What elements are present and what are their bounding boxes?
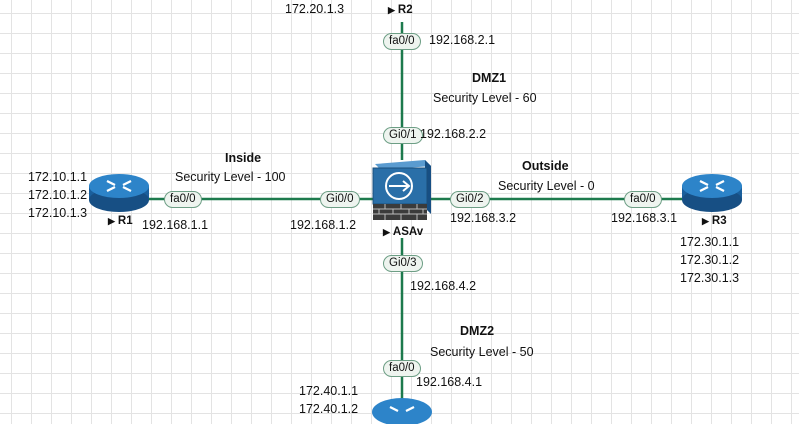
- r2-port-fa0-0[interactable]: fa0/0: [383, 33, 421, 50]
- asav-port-gi0-3[interactable]: Gi0/3: [383, 255, 423, 272]
- r3-link-ip: 192.168.3.1: [611, 211, 678, 225]
- router-r2-ip: 172.20.1.3: [285, 2, 345, 16]
- asav-gi0-0-ip: 192.168.1.2: [290, 218, 357, 232]
- zone-outside-level: Security Level - 0: [498, 179, 595, 193]
- r4-port-fa0-0[interactable]: fa0/0: [383, 360, 421, 377]
- router-r2-label: ▶R2: [388, 4, 413, 16]
- zone-dmz2-name: DMZ2: [460, 324, 495, 338]
- router-r3-label: ▶R3: [702, 215, 727, 227]
- zone-dmz1-name: DMZ1: [472, 71, 507, 85]
- asav-port-gi0-1[interactable]: Gi0/1: [383, 127, 423, 144]
- zone-dmz1-level: Security Level - 60: [433, 91, 537, 105]
- router-r1-label: ▶R1: [108, 215, 133, 227]
- r3-port-fa0-0[interactable]: fa0/0: [624, 191, 662, 208]
- router-r4-icon[interactable]: [371, 394, 433, 424]
- zone-dmz2-level: Security Level - 50: [430, 345, 534, 359]
- asav-port-gi0-0[interactable]: Gi0/0: [320, 191, 360, 208]
- router-r1-icon[interactable]: [88, 172, 150, 214]
- asav-gi0-2-ip: 192.168.3.2: [450, 211, 517, 225]
- router-r3-ips: 172.30.1.1 172.30.1.2 172.30.1.3: [680, 235, 740, 285]
- zone-inside-name: Inside: [225, 151, 262, 165]
- router-r4-ips: 172.40.1.1 172.40.1.2: [299, 384, 359, 416]
- asav-gi0-1-ip: 192.168.2.2: [420, 127, 487, 141]
- r1-link-ip: 192.168.1.1: [142, 218, 209, 232]
- asav-gi0-3-ip: 192.168.4.2: [410, 279, 477, 293]
- asav-firewall-icon[interactable]: [369, 158, 433, 224]
- zone-outside-name: Outside: [522, 159, 569, 173]
- asav-port-gi0-2[interactable]: Gi0/2: [450, 191, 490, 208]
- r1-port-fa0-0[interactable]: fa0/0: [164, 191, 202, 208]
- asav-label: ▶ASAv: [383, 226, 424, 238]
- router-r3-icon[interactable]: [681, 172, 743, 214]
- router-r1-ips: 172.10.1.1 172.10.1.2 172.10.1.3: [28, 170, 88, 220]
- zone-inside-level: Security Level - 100: [175, 170, 286, 184]
- r4-link-ip: 192.168.4.1: [416, 375, 483, 389]
- r2-link-ip: 192.168.2.1: [429, 33, 496, 47]
